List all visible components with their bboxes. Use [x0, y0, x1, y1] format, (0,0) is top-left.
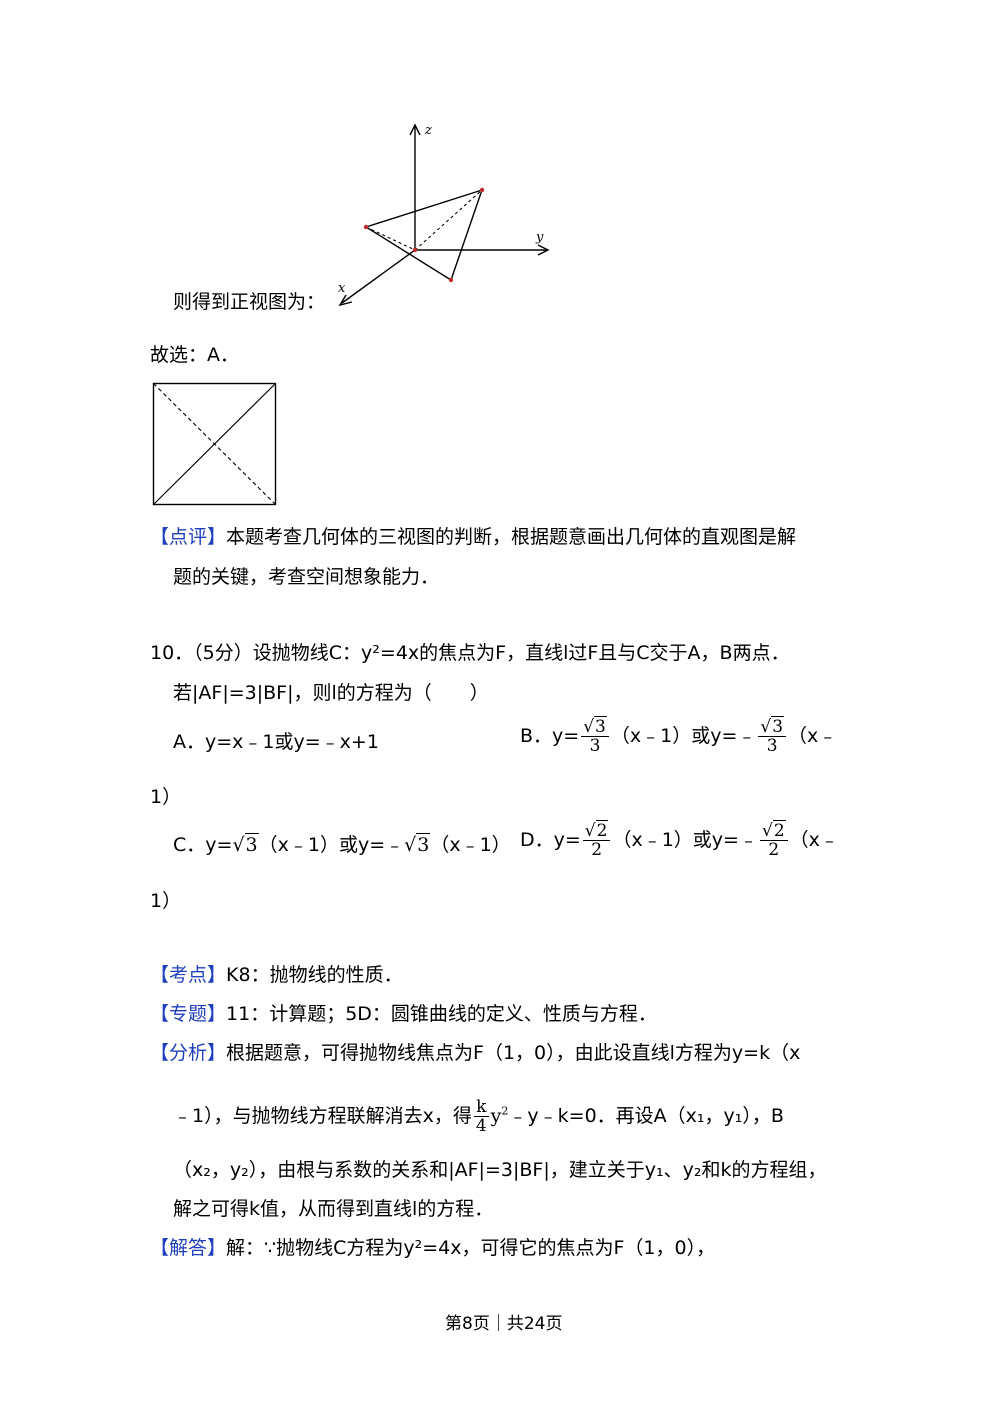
comment-tag: 【点评】 — [150, 526, 227, 548]
z-axis-label: z — [424, 123, 432, 138]
answer-choice: 故选：A． — [150, 344, 239, 366]
x-axis-label: x — [338, 281, 346, 296]
option-c-sqrt1: √3 — [232, 833, 259, 856]
kaodian-text: K8：抛物线的性质． — [226, 964, 403, 986]
jieda-text: 解：∵抛物线C方程为y²=4x，可得它的焦点为F（1，0）， — [226, 1237, 716, 1259]
front-view-figure — [152, 382, 277, 506]
option-c-suffix: （x﹣1） — [430, 834, 511, 856]
option-d-mid: （x﹣1）或y=﹣ — [612, 829, 758, 851]
comment-line2: 题的关键，考查空间想象能力． — [173, 566, 440, 588]
option-b-suffix: （x﹣ — [788, 725, 838, 747]
question-10-stem-2: 若|AF|=3|BF|，则l的方程为（ ） — [173, 682, 489, 704]
kaodian-tag: 【考点】 — [150, 964, 227, 986]
fenxi-text-1: 根据题意，可得抛物线焦点为F（1，0），由此设直线l方程为y=k（x — [226, 1042, 801, 1064]
zhuanti-tag: 【专题】 — [150, 1003, 227, 1025]
jieda-line: 【解答】解：∵抛物线C方程为y²=4x，可得它的焦点为F（1，0）， — [150, 1235, 715, 1261]
y-axis-label: y — [535, 230, 544, 245]
option-a: A．y=x﹣1或y=﹣x+1 — [173, 731, 379, 753]
option-d-wrap: 1） — [150, 890, 182, 912]
comment-text-1: 本题考查几何体的三视图的判断，根据题意画出几何体的直观图是解 — [226, 526, 797, 548]
option-b-prefix: B．y= — [520, 725, 580, 747]
zhuanti-text: 11：计算题；5D：圆锥曲线的定义、性质与方程． — [226, 1003, 657, 1025]
fenxi-text-2a: ﹣1），与抛物线方程联解消去x，得 — [173, 1105, 472, 1127]
comment-line1: 【点评】本题考查几何体的三视图的判断，根据题意画出几何体的直观图是解 — [150, 524, 796, 550]
fenxi-line3: （x₂，y₂），由根与系数的关系和|AF|=3|BF|，建立关于y₁、y₂和k的… — [173, 1159, 827, 1181]
page-footer: 第8页｜共24页 — [445, 1314, 563, 1334]
fenxi-text-2c: ﹣y﹣k=0．再设A（x₁，y₁），B — [508, 1105, 784, 1127]
option-c: C．y=√3（x﹣1）或y=﹣√3（x﹣1） — [173, 832, 511, 858]
option-d-suffix: （x﹣ — [789, 829, 839, 851]
front-view-text: 则得到正视图为： — [173, 291, 326, 313]
option-c-sqrt2: √3 — [404, 833, 431, 856]
fenxi-tag: 【分析】 — [150, 1042, 227, 1064]
option-b-wrap: 1） — [150, 786, 182, 808]
jieda-tag: 【解答】 — [150, 1237, 227, 1259]
option-c-prefix: C．y= — [173, 834, 233, 856]
question-10-stem: 10．（5分）设抛物线C：y²=4x的焦点为F，直线l过F且与C交于A，B两点． — [150, 642, 790, 664]
option-d-prefix: D．y= — [520, 829, 581, 851]
kaodian-line: 【考点】K8：抛物线的性质． — [150, 962, 403, 988]
pyramid-3d-figure: z y x — [338, 123, 550, 307]
option-c-mid: （x﹣1）或y=﹣ — [258, 834, 405, 856]
fenxi-line4: 解之可得k值，从而得到直线l的方程． — [173, 1198, 494, 1220]
fenxi-line1: 【分析】根据题意，可得抛物线焦点为F（1，0），由此设直线l方程为y=k（x — [150, 1040, 800, 1066]
zhuanti-line: 【专题】11：计算题；5D：圆锥曲线的定义、性质与方程． — [150, 1001, 657, 1027]
fenxi-text-2b: y2 — [490, 1104, 509, 1127]
option-b-mid: （x﹣1）或y=﹣ — [610, 725, 757, 747]
